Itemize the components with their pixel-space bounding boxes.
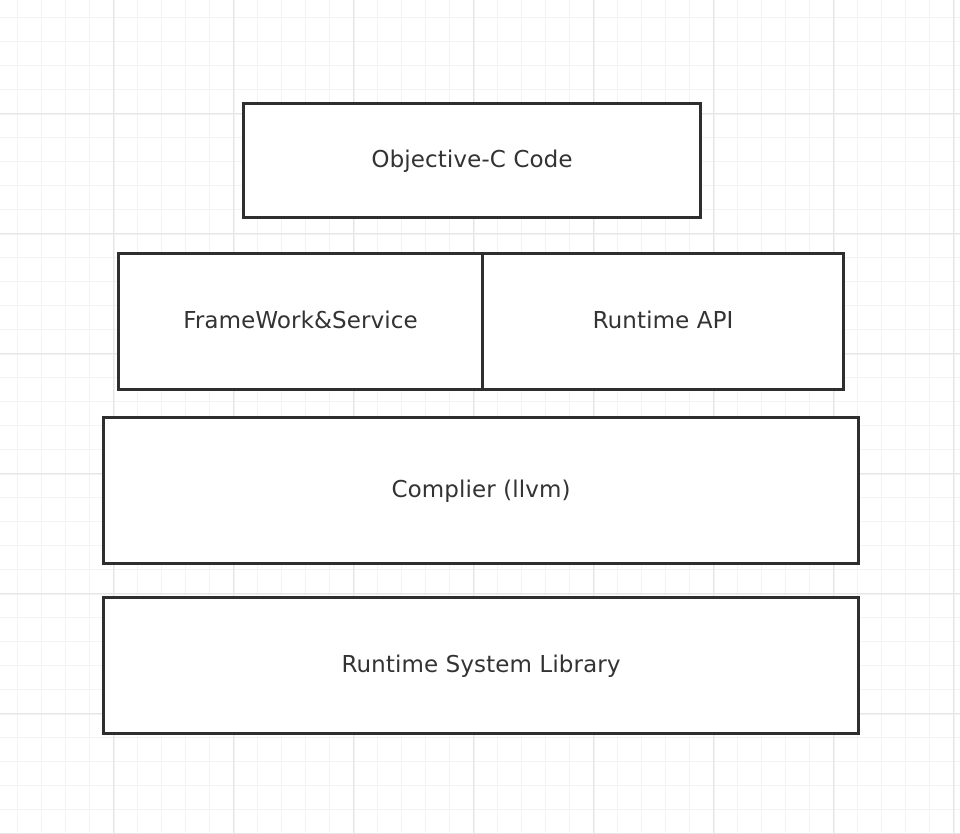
framework-service-label: FrameWork&Service	[183, 308, 418, 334]
runtime-system-library-label: Runtime System Library	[341, 652, 621, 678]
runtime-api-cell: Runtime API	[484, 255, 842, 388]
objective-c-code-label: Objective-C Code	[371, 147, 573, 173]
runtime-api-label: Runtime API	[592, 308, 734, 334]
runtime-system-library-box: Runtime System Library	[102, 596, 860, 735]
compiler-box: Complier (llvm)	[102, 416, 860, 565]
framework-runtime-divider	[481, 255, 484, 388]
objective-c-code-box: Objective-C Code	[242, 102, 702, 219]
framework-runtime-api-box: FrameWork&Service Runtime API	[117, 252, 845, 391]
compiler-label: Complier (llvm)	[391, 477, 571, 503]
framework-service-cell: FrameWork&Service	[120, 255, 481, 388]
